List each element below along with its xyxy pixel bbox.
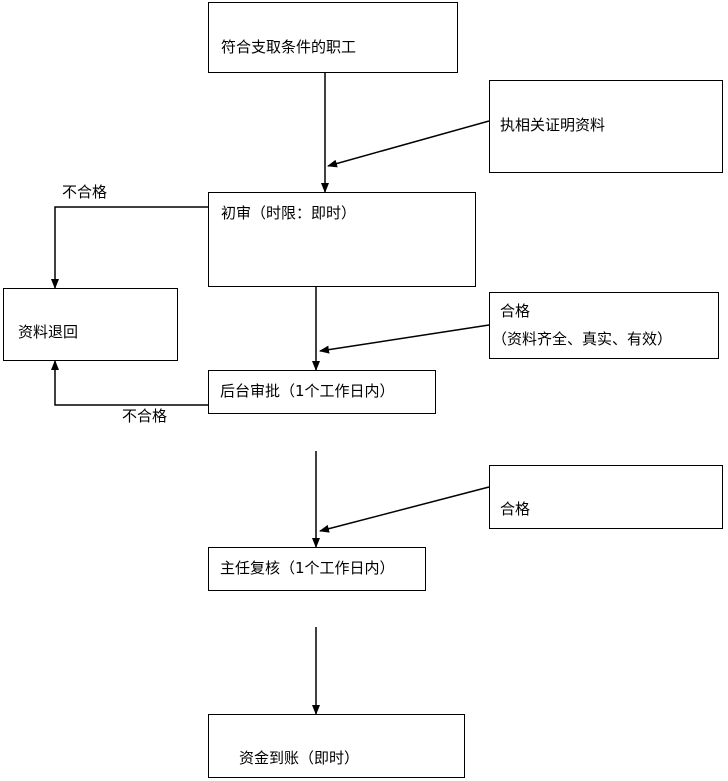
node-director-review-label: 主任复核（1个工作日内） (220, 559, 395, 577)
node-eligible-employee: 符合支取条件的职工 (208, 2, 458, 73)
node-qualified-docs-label-1: 合格 (500, 302, 531, 320)
node-backend-approval-label: 后台审批（1个工作日内） (220, 382, 395, 400)
node-funds-arrival-label: 资金到账（即时） (239, 749, 360, 767)
node-qualified-label: 合格 (500, 500, 531, 518)
node-eligible-employee-label: 符合支取条件的职工 (221, 38, 357, 56)
arrow-docs-to-flow (327, 120, 490, 168)
node-supporting-docs-label: 执相关证明资料 (500, 116, 606, 134)
node-docs-returned-label: 资料退回 (18, 323, 79, 341)
edge-label-fail-backend: 不合格 (122, 407, 168, 425)
node-qualified-docs-label-2: （资料齐全、真实、有效） (492, 330, 673, 348)
arrow-qualified-to-flow (319, 486, 490, 533)
node-funds-arrival: 资金到账（即时） (208, 714, 465, 778)
edge-label-fail-initial: 不合格 (62, 183, 108, 201)
node-director-review: 主任复核（1个工作日内） (208, 547, 426, 591)
node-qualified-docs: 合格 （资料齐全、真实、有效） (489, 292, 719, 359)
arrow-qualified-docs-to-flow (319, 324, 490, 354)
node-docs-returned: 资料退回 (3, 288, 178, 361)
node-backend-approval: 后台审批（1个工作日内） (208, 370, 436, 414)
node-initial-review-label: 初审（时限：即时） (221, 204, 357, 222)
node-supporting-docs: 执相关证明资料 (489, 80, 723, 173)
arrow-backend-fail (51, 360, 208, 406)
node-qualified: 合格 (489, 465, 723, 529)
node-initial-review: 初审（时限：即时） (208, 192, 476, 287)
arrow-initial-fail (51, 206, 209, 289)
